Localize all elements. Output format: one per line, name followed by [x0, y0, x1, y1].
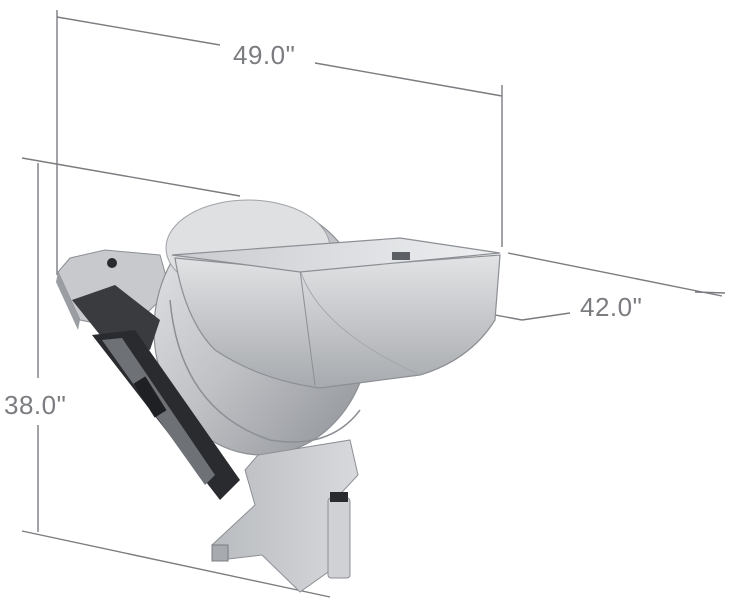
height-dimension-label: 38.0"	[4, 390, 67, 420]
top-lid	[171, 237, 501, 273]
depth-dimension-label: 42.0"	[580, 292, 643, 322]
width-dimension-lines	[56, 10, 503, 275]
width-dimension-label: 49.0"	[233, 40, 296, 70]
pedestal-base	[211, 439, 359, 593]
side-control-arm	[72, 285, 240, 500]
height-dimension-lines	[21, 157, 331, 598]
feed-funnel	[174, 254, 501, 389]
